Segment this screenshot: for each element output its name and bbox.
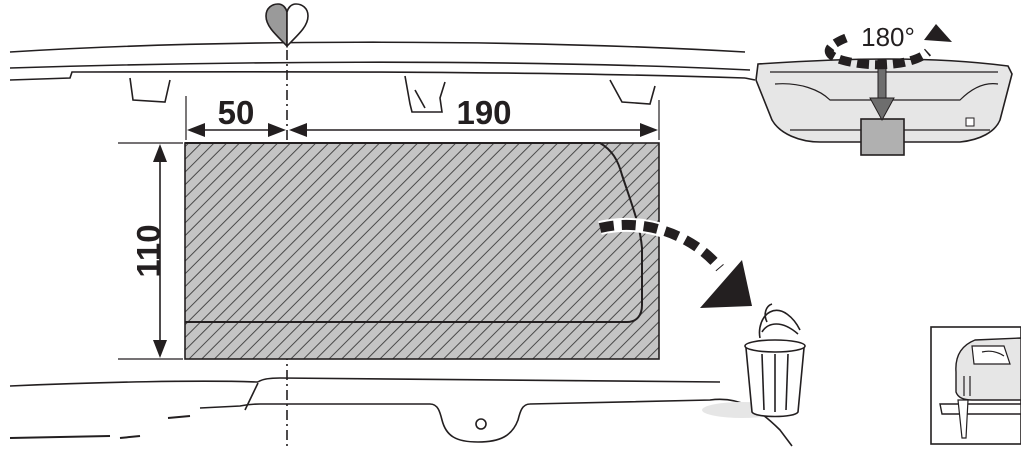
rotate-arrow-icon [824, 24, 952, 70]
heart-icon [265, 3, 309, 48]
cut-area [184, 142, 660, 360]
dimension-left-offset [185, 96, 286, 140]
dimension-left-offset-label: 50 [218, 94, 255, 131]
dimension-cut-height-label: 110 [130, 224, 167, 277]
dimension-cut-width-label: 190 [456, 94, 511, 131]
dimension-cut-width [289, 100, 660, 140]
bumper-bottom-outline [9, 377, 793, 447]
bumper-inset [755, 58, 1013, 156]
bumper-top-outline [9, 41, 756, 113]
jigsaw-icon [930, 326, 1021, 445]
discard-arrow [598, 217, 752, 308]
cut-area-inner-outline [185, 142, 643, 323]
inset-cut-zone [860, 118, 905, 156]
trash-bin-icon [702, 303, 806, 418]
rotation-label: 180° [861, 22, 915, 52]
dimension-cut-height [118, 142, 183, 360]
